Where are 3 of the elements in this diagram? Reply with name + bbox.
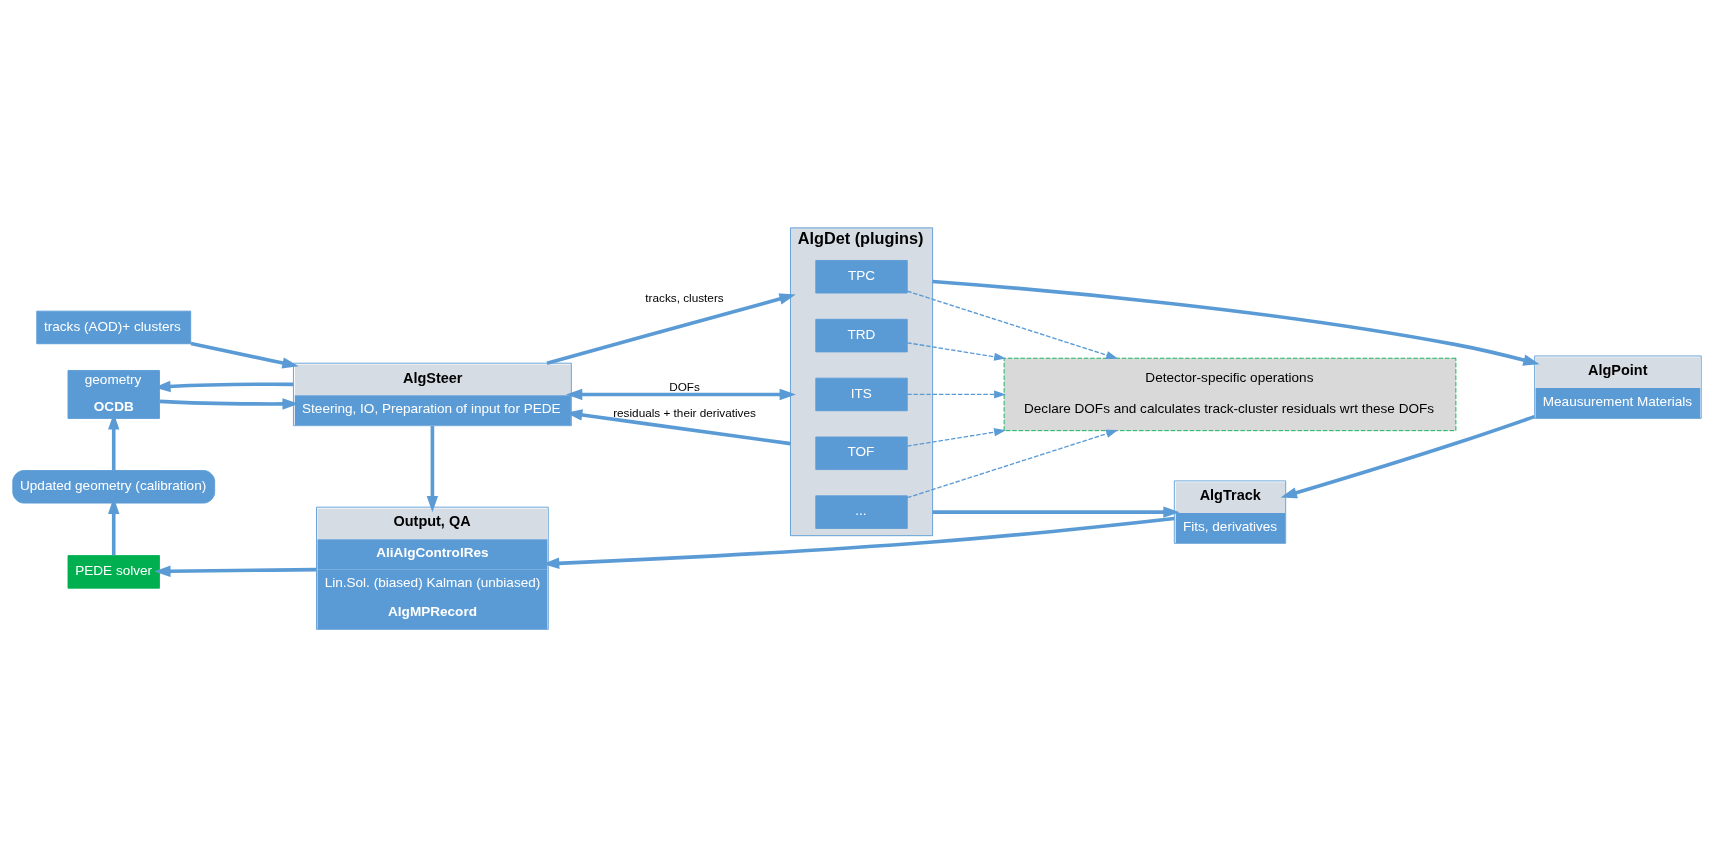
edge-label: DOFs <box>669 380 700 394</box>
edge-label: residuals + their derivatives <box>613 406 756 420</box>
edge-label: tracks, clusters <box>645 291 724 305</box>
